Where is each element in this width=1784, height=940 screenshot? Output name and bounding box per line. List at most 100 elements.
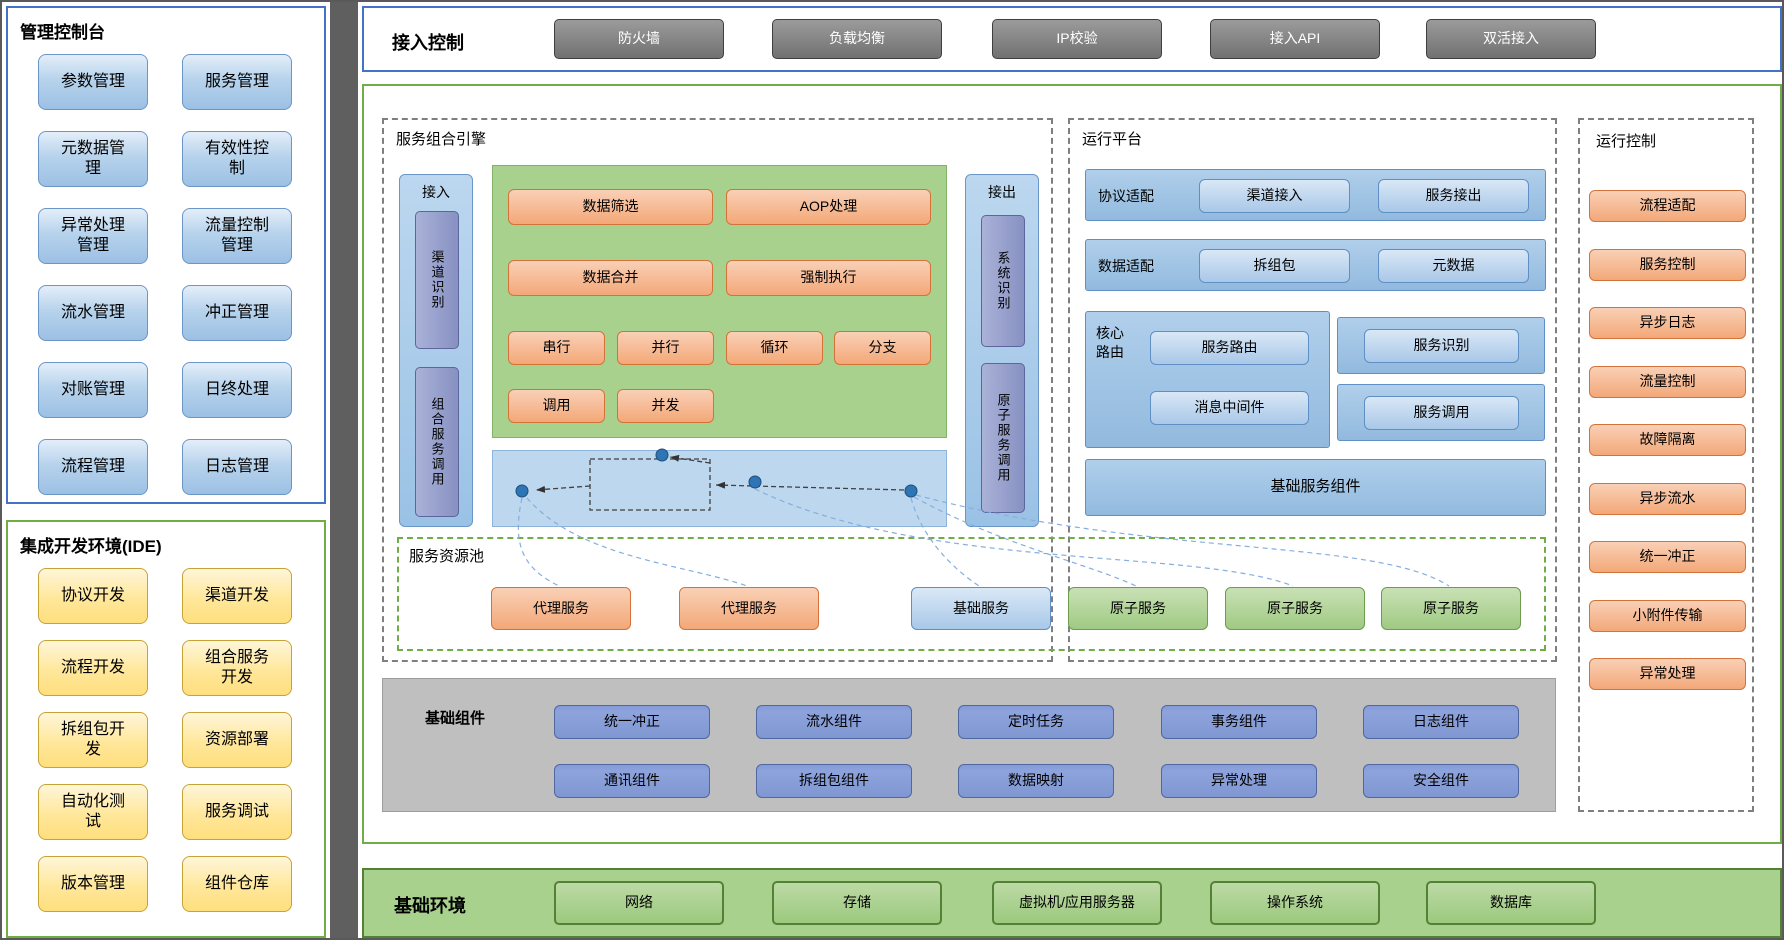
- console-button: 日志管理: [182, 439, 292, 495]
- operation-button: 循环: [726, 331, 823, 365]
- operation-button: 并发: [617, 389, 714, 423]
- operation-button: 强制执行: [726, 260, 931, 296]
- console-button: 流程管理: [38, 439, 148, 495]
- ide-button: 渠道开发: [182, 568, 292, 624]
- operation-button: AOP处理: [726, 189, 931, 225]
- console-button: 流水管理: [38, 285, 148, 341]
- environment-button: 数据库: [1426, 881, 1596, 925]
- composition-operations-box: 数据筛选 AOP处理 数据合并 强制执行 串行 并行 循环 分支 调用 并发: [492, 165, 947, 438]
- management-console-grid: 参数管理 服务管理 元数据管理 有效性控制 异常处理管理 流量控制管理 流水管理…: [38, 54, 292, 495]
- operation-button: 数据筛选: [508, 189, 713, 225]
- operation-button: 并行: [617, 331, 714, 365]
- outbound-lane: 接出 系统识别 原子服务调用: [965, 174, 1039, 527]
- runtime-control-button: 异步流水: [1589, 483, 1746, 515]
- runtime-control-title: 运行控制: [1596, 133, 1657, 150]
- operation-button: 调用: [508, 389, 605, 423]
- base-environment-title: 基础环境: [394, 896, 466, 916]
- management-console-title: 管理控制台: [20, 23, 105, 42]
- ide-button: 组合服务开发: [182, 640, 292, 696]
- orchestration-flow-box: [492, 450, 947, 527]
- console-button: 冲正管理: [182, 285, 292, 341]
- runtime-control-button: 流量控制: [1589, 366, 1746, 398]
- base-component-button: 通讯组件: [554, 764, 710, 798]
- atomic-service-button: 原子服务: [1225, 587, 1365, 630]
- runtime-platform-title: 运行平台: [1082, 131, 1143, 148]
- protocol-adapter-row: 协议适配 渠道接入 服务接出: [1085, 169, 1546, 221]
- base-components-title: 基础组件: [425, 710, 486, 727]
- environment-button: 操作系统: [1210, 881, 1380, 925]
- base-component-button: 日志组件: [1363, 705, 1519, 739]
- runtime-control-panel: 运行控制 流程适配 服务控制 异步日志 流量控制 故障隔离 异步流水 统一冲正 …: [1578, 118, 1754, 812]
- side-button: 服务调用: [1364, 396, 1519, 430]
- runtime-control-button: 异常处理: [1589, 658, 1746, 690]
- access-control-button: IP校验: [992, 19, 1162, 59]
- adapter-button: 渠道接入: [1199, 179, 1350, 213]
- ide-button: 协议开发: [38, 568, 148, 624]
- data-adapter-row: 数据适配 拆组包 元数据: [1085, 239, 1546, 291]
- runtime-control-button: 异步日志: [1589, 307, 1746, 339]
- adapter-button: 元数据: [1378, 249, 1529, 283]
- console-button: 流量控制管理: [182, 208, 292, 264]
- runtime-control-button: 统一冲正: [1589, 541, 1746, 573]
- access-control-button: 接入API: [1210, 19, 1380, 59]
- inbound-vertical-button: 渠道识别: [415, 211, 459, 349]
- operation-button: 分支: [834, 331, 931, 365]
- service-composition-engine-panel: 服务组合引擎 接入 渠道识别 组合服务调用 数据筛选 AOP处理 数据合并 强制…: [382, 118, 1053, 662]
- outbound-lane-label: 接出: [988, 184, 1016, 200]
- base-component-button: 安全组件: [1363, 764, 1519, 798]
- adapter-button: 拆组包: [1199, 249, 1350, 283]
- data-adapter-label: 数据适配: [1098, 258, 1154, 274]
- base-components-panel: 基础组件 统一冲正 流水组件 定时任务 事务组件 日志组件 通讯组件 拆组包组件…: [382, 678, 1556, 812]
- console-button: 有效性控制: [182, 131, 292, 187]
- ide-button: 版本管理: [38, 856, 148, 912]
- operation-button: 数据合并: [508, 260, 713, 296]
- inbound-lane-label: 接入: [422, 184, 450, 200]
- atomic-service-button: 原子服务: [1381, 587, 1521, 630]
- ide-button: 拆组包开发: [38, 712, 148, 768]
- runtime-platform-panel: 运行平台 协议适配 渠道接入 服务接出 数据适配 拆组包 元数据 核心路由 服务…: [1068, 118, 1557, 662]
- base-component-button: 事务组件: [1161, 705, 1317, 739]
- architecture-main-panel: 服务组合引擎 接入 渠道识别 组合服务调用 数据筛选 AOP处理 数据合并 强制…: [362, 84, 1782, 844]
- ide-panel: 集成开发环境(IDE) 协议开发 渠道开发 流程开发 组合服务开发 拆组包开发 …: [6, 520, 326, 938]
- base-component-button: 异常处理: [1161, 764, 1317, 798]
- access-control-button: 双活接入: [1426, 19, 1596, 59]
- proxy-service-button: 代理服务: [491, 587, 631, 630]
- base-component-button: 统一冲正: [554, 705, 710, 739]
- console-button: 参数管理: [38, 54, 148, 110]
- console-button: 元数据管理: [38, 131, 148, 187]
- ide-grid: 协议开发 渠道开发 流程开发 组合服务开发 拆组包开发 资源部署 自动化测试 服…: [38, 568, 292, 912]
- access-control-button: 防火墙: [554, 19, 724, 59]
- routing-button: 消息中间件: [1150, 391, 1309, 425]
- runtime-control-button: 小附件传输: [1589, 600, 1746, 632]
- base-environment-panel: 基础环境 网络 存储 虚拟机/应用服务器 操作系统 数据库: [362, 868, 1782, 938]
- protocol-adapter-label: 协议适配: [1098, 188, 1154, 204]
- runtime-control-button: 服务控制: [1589, 249, 1746, 281]
- service-composition-engine-title: 服务组合引擎: [396, 131, 487, 148]
- service-identify-box: 服务识别: [1337, 317, 1545, 374]
- environment-button: 虚拟机/应用服务器: [992, 881, 1162, 925]
- operation-button: 串行: [508, 331, 605, 365]
- proxy-service-button: 代理服务: [679, 587, 819, 630]
- adapter-button: 服务接出: [1378, 179, 1529, 213]
- ide-button: 服务调试: [182, 784, 292, 840]
- base-component-button: 定时任务: [958, 705, 1114, 739]
- routing-button: 服务路由: [1150, 331, 1309, 365]
- base-component-button: 流水组件: [756, 705, 912, 739]
- console-button: 服务管理: [182, 54, 292, 110]
- console-button: 对账管理: [38, 362, 148, 418]
- base-component-button: 拆组包组件: [756, 764, 912, 798]
- base-services-bar: 基础服务组件: [1085, 459, 1546, 516]
- service-pool-title: 服务资源池: [409, 548, 485, 565]
- runtime-control-button: 故障隔离: [1589, 424, 1746, 456]
- console-button: 日终处理: [182, 362, 292, 418]
- inbound-vertical-button: 组合服务调用: [415, 367, 459, 517]
- service-invoke-box: 服务调用: [1337, 384, 1545, 441]
- environment-button: 存储: [772, 881, 942, 925]
- console-button: 异常处理管理: [38, 208, 148, 264]
- outbound-vertical-button: 原子服务调用: [981, 363, 1025, 513]
- outbound-vertical-button: 系统识别: [981, 215, 1025, 347]
- ide-button: 组件仓库: [182, 856, 292, 912]
- core-routing-label: 核心路由: [1096, 325, 1124, 360]
- access-control-title: 接入控制: [392, 33, 464, 53]
- environment-button: 网络: [554, 881, 724, 925]
